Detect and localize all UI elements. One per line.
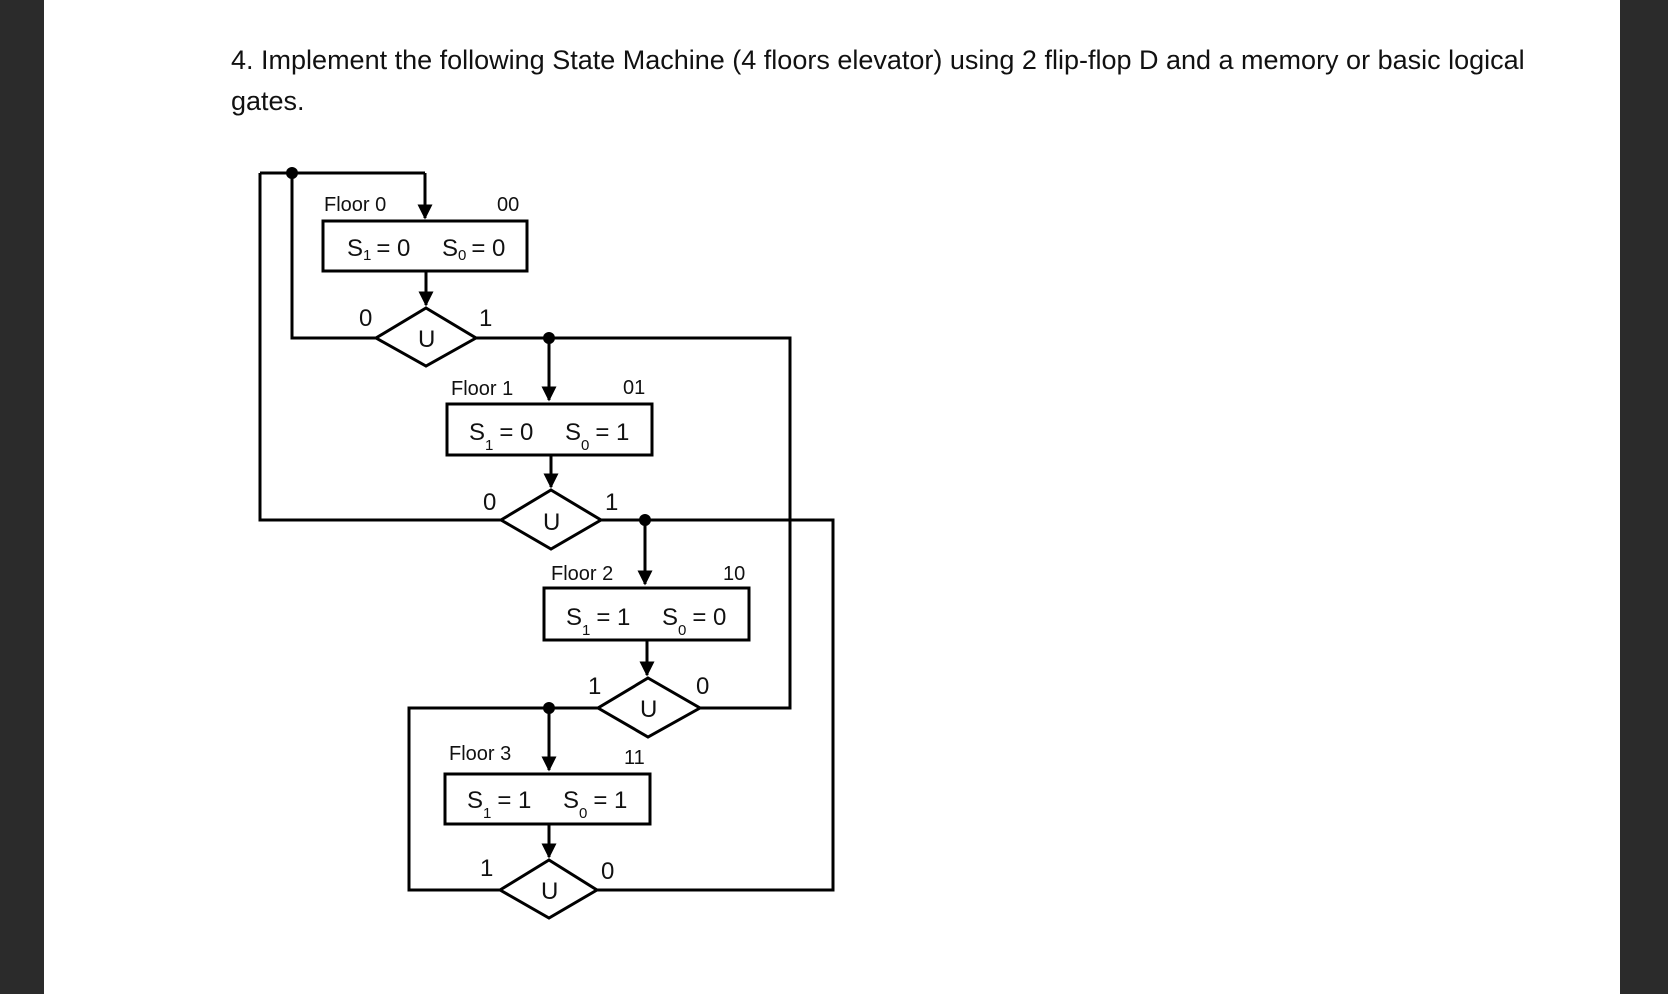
decision1-no-loop [258,173,501,522]
decision1-left-label: 0 [483,489,496,516]
decision1-right-label: 1 [605,489,618,516]
floor1-s1: S1= 0 [469,419,533,454]
decision0-left-label: 0 [359,305,372,332]
junction-dot [639,514,651,526]
decision0-diamond [373,306,479,368]
connection-lines [258,171,835,920]
decision2-input: U [640,696,657,723]
floor1-name: Floor 1 [451,378,513,400]
decision1-yes-line [597,518,835,892]
decision2-diamond [595,676,704,739]
floor0-name: Floor 0 [324,194,386,216]
decision3-input: U [541,878,558,905]
decision2-up-loop [407,706,598,892]
junction-dot [543,332,555,344]
decision0-input: U [418,326,435,353]
floor3-name: Floor 3 [449,743,511,765]
floor3-s1: S1= 1 [467,787,531,822]
decision3-left-label: 1 [480,855,493,882]
floor1-s0: S0= 1 [565,419,629,454]
floor2-name: Floor 2 [551,563,613,585]
question-text: 4. Implement the following State Machine… [231,40,1531,122]
junction-dots [286,167,651,714]
decision2-left-label: 1 [588,673,601,700]
decision1-input: U [543,509,560,536]
decision3-right-label: 0 [601,858,614,885]
floor0-code: 00 [497,194,519,216]
junction-dot [286,167,298,179]
question-number: 4. [231,45,254,75]
junction-dot [543,702,555,714]
floor3-s0: S0= 1 [563,787,627,822]
floor2-code: 10 [723,563,745,585]
floor0-s1: S1= 0 [347,235,410,264]
decision3-diamond [497,858,600,920]
decision0-no-loop [290,173,376,340]
decision0-yes-line [476,336,792,710]
question-body: Implement the following State Machine (4… [231,45,1525,116]
floor1-code: 01 [623,377,645,399]
floor3-code: 11 [624,747,645,769]
decision0-right-label: 1 [479,305,492,332]
decision1-diamond [498,488,604,551]
decision2-right-label: 0 [696,673,709,700]
floor2-s0: S0= 0 [662,604,726,639]
floor0-s0: S0= 0 [442,235,505,264]
floor2-s1: S1= 1 [566,604,630,639]
